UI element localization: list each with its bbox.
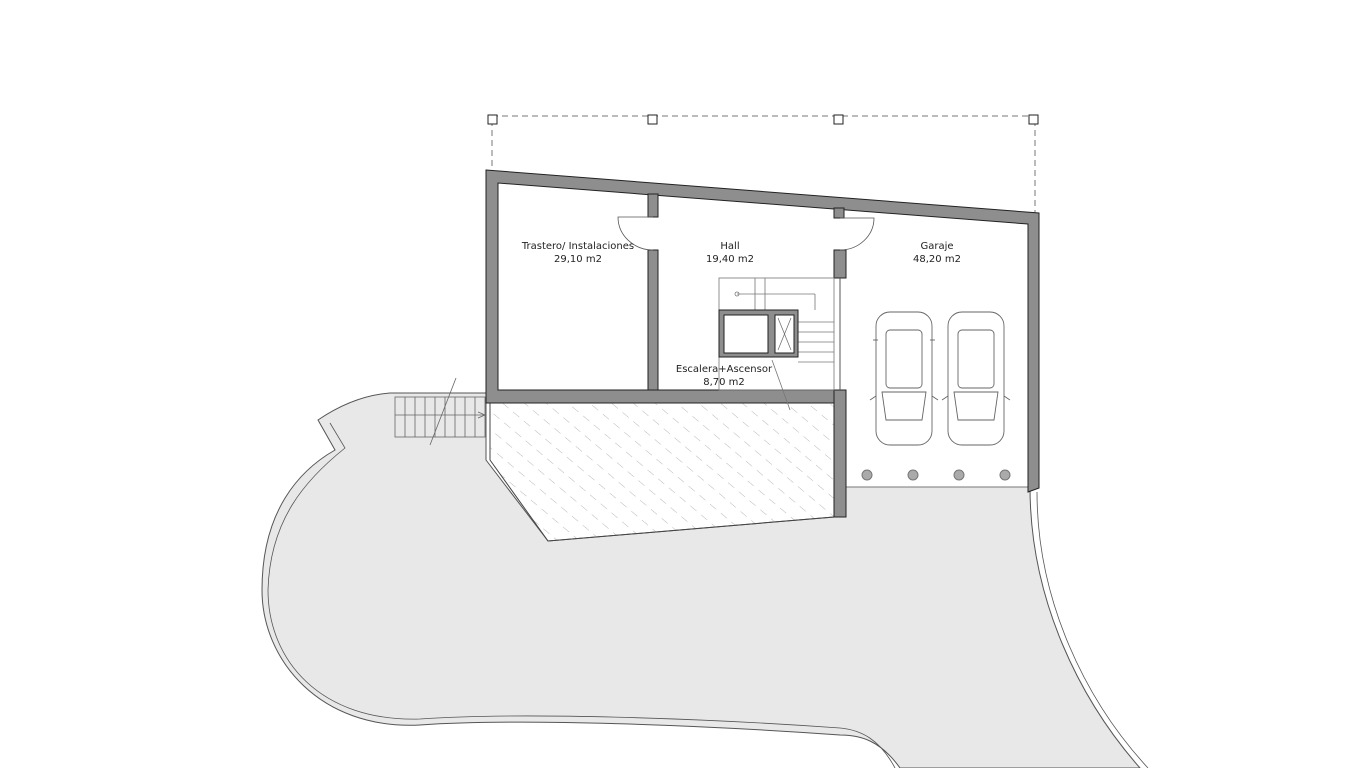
column-markers (487, 114, 1039, 125)
elevator-icon (718, 309, 799, 358)
room-name-escalera: Escalera+Ascensor (676, 364, 773, 375)
hatched-terrace (489, 402, 835, 542)
room-area-hall: 19,40 m2 (706, 254, 754, 265)
exterior-edge-right (1036, 491, 1149, 768)
room-name-hall: Hall (720, 241, 739, 252)
overhang-outline (491, 115, 1036, 213)
room-area-garaje: 48,20 m2 (913, 254, 961, 265)
car-icon (869, 311, 939, 446)
room-name-garaje: Garaje (920, 241, 953, 252)
room-name-trastero: Trastero/ Instalaciones (521, 241, 634, 252)
exterior-ground (261, 392, 1141, 768)
door-trastero (617, 216, 654, 251)
exterior-edge-inner (267, 422, 896, 768)
exterior-stairs (394, 377, 487, 446)
car-icon (941, 311, 1011, 446)
walls (485, 169, 1040, 518)
room-area-escalera: 8,70 m2 (703, 377, 745, 388)
bollards (861, 469, 1011, 481)
room-area-trastero: 29,10 m2 (554, 254, 602, 265)
door-garaje (839, 217, 875, 251)
